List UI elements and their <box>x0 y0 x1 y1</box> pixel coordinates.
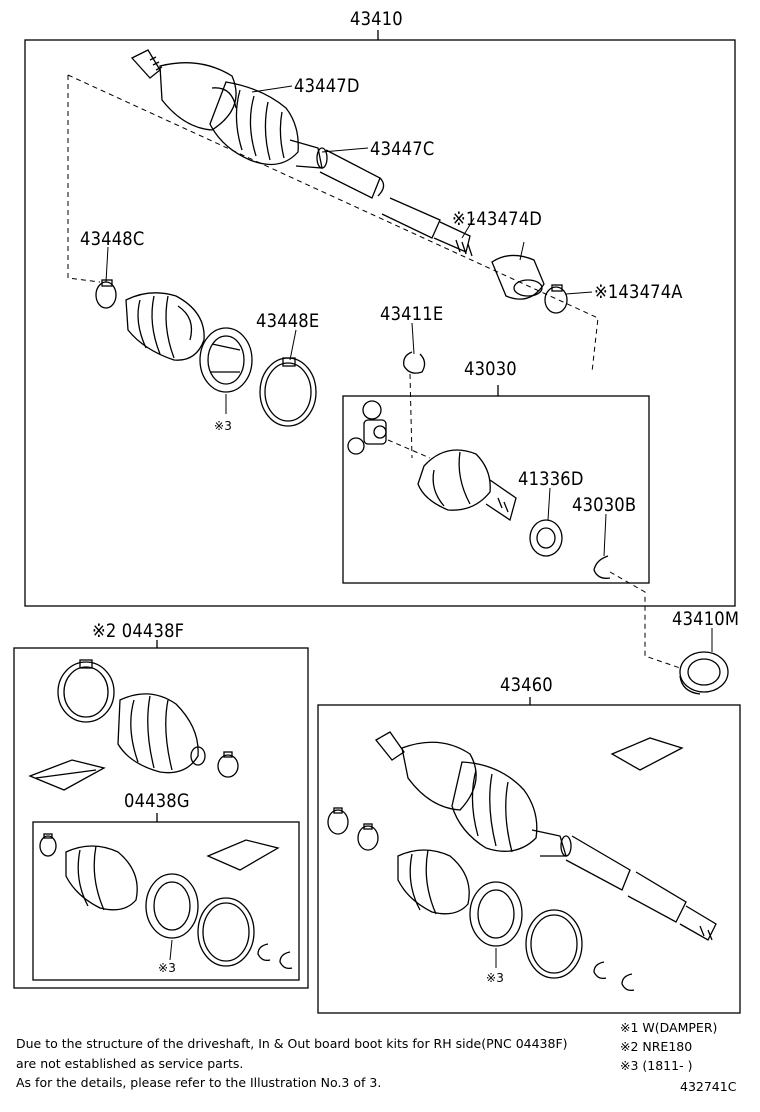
band-43448E <box>199 327 253 393</box>
note3-c: ※3 <box>486 971 505 985</box>
legend-item-1: ※1 W(DAMPER) <box>620 1020 718 1035</box>
frame-43460 <box>317 704 741 1014</box>
label-43460: 43460 <box>500 674 553 696</box>
note3-b: ※3 <box>158 961 177 975</box>
legend-item-3: ※3 (1811- ) <box>620 1058 693 1073</box>
label-41336D: 41336D <box>518 468 584 490</box>
inner-boot <box>125 292 205 361</box>
label-43448C: 43448C <box>80 228 145 250</box>
label-43448E: 43448E <box>256 310 320 332</box>
shaft-assembly-43460 <box>327 731 717 992</box>
label-43474A: ※143474A <box>594 281 683 303</box>
circlip-43030B <box>593 555 611 579</box>
assembly-frame-43410 <box>24 39 736 607</box>
outer-cv-joint-top <box>130 49 473 257</box>
seal-41336D <box>529 519 563 557</box>
clamp-43474A <box>544 286 568 314</box>
note3-a: ※3 <box>214 419 233 433</box>
label-43447C: 43447C <box>370 138 435 160</box>
label-43030B: 43030B <box>572 494 637 516</box>
damper-43474D <box>491 254 545 300</box>
frame-04438F <box>13 647 309 989</box>
label-43030: 43030 <box>464 358 517 380</box>
diagram-id: 432741C <box>680 1079 737 1094</box>
label-43410: 43410 <box>350 8 403 30</box>
label-43411E: 43411E <box>380 303 444 325</box>
label-43410M: 43410M <box>672 608 740 630</box>
bearing-43410M <box>679 651 729 695</box>
footnote-line-3: As for the details, please refer to the … <box>16 1075 382 1090</box>
frame-04438G <box>32 821 300 981</box>
frame-43030 <box>342 395 650 584</box>
footnote-line-1: Due to the structure of the driveshaft, … <box>16 1036 568 1051</box>
kit-04438F-parts <box>28 659 239 791</box>
inner-joint-housing <box>417 449 517 522</box>
kit-04438G-parts <box>39 833 293 970</box>
legend-item-2: ※2 NRE180 <box>620 1039 693 1054</box>
snap-ring-43411E <box>403 351 426 374</box>
band-clamp-large <box>259 357 317 427</box>
tripod-joint <box>347 400 387 455</box>
label-43447D: 43447D <box>294 75 360 97</box>
label-04438F: ※2 04438F <box>92 620 185 642</box>
label-43474D: ※143474D <box>452 208 543 230</box>
label-04438G: 04438G <box>124 790 190 812</box>
footnote-line-2: are not established as service parts. <box>16 1056 244 1071</box>
